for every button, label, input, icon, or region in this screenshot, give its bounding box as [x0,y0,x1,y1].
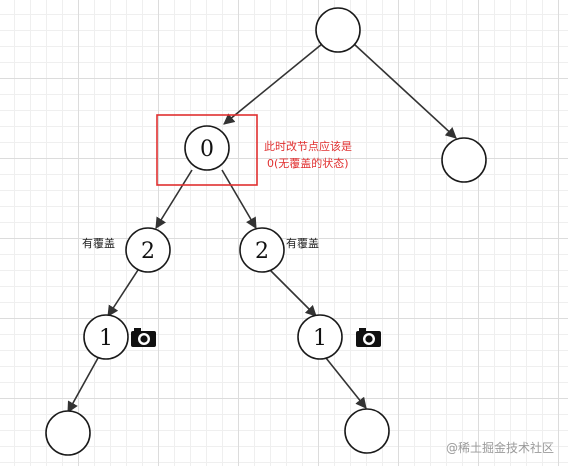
note-line-2: 0(无覆盖的状态) [267,156,349,170]
tree-node-llll [45,410,91,456]
node-value: 1 [313,326,327,351]
edge-lr-lrl [269,269,317,317]
node-value: 2 [141,239,155,264]
tree-node-lrll [344,408,390,454]
edge-root-left [223,43,323,125]
tree-node-left: 0 [184,125,230,171]
covered-label-left: 有覆盖 [82,236,115,250]
node-value: 0 [200,137,214,162]
camera-icon [131,328,156,347]
edge-root-right [353,43,457,139]
node-value: 2 [255,239,269,264]
tree-node-lrl: 1 [297,314,343,360]
camera-icon [356,328,381,347]
covered-label-right: 有覆盖 [286,236,319,250]
edge-left-lr [221,169,257,229]
tree-node-root [315,7,361,53]
watermark: @稀土掘金技术社区 [446,440,554,455]
tree-node-lr: 2 [239,227,285,273]
tree-node-lll: 1 [83,314,129,360]
highlight-box [156,114,258,186]
node-value: 1 [99,326,113,351]
edge-lll-llll [67,357,99,413]
note-line-1: 此时改节点应该是 [264,139,352,153]
tree-node-right [441,137,487,183]
edge-ll-lll [107,269,139,317]
edge-lrl-lrll [325,357,367,409]
tree-node-ll: 2 [125,227,171,273]
edge-left-ll [155,169,193,229]
